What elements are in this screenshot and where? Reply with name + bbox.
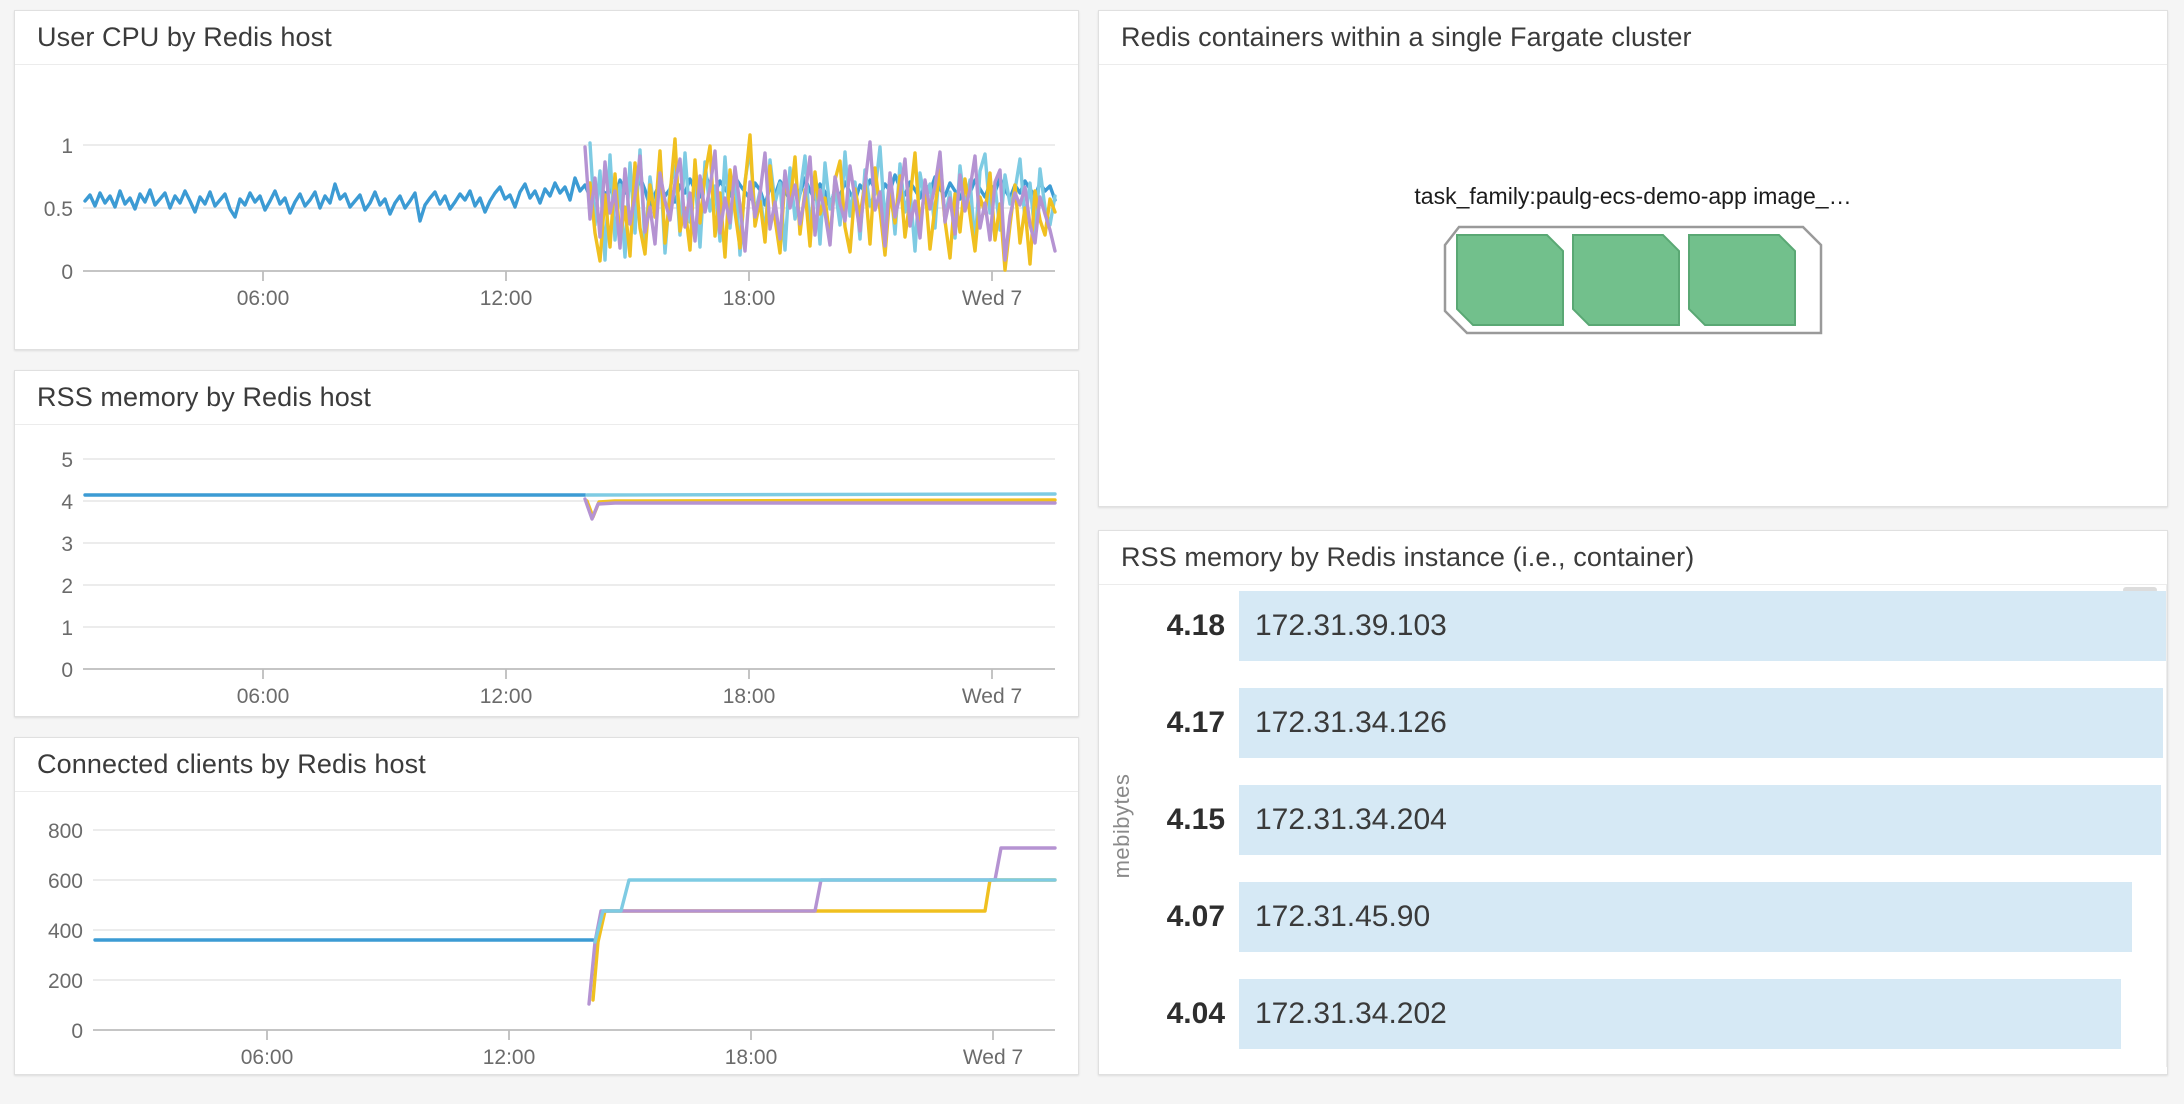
instance-bar-label: 172.31.39.103 (1255, 609, 1447, 642)
instance-bar-label: 172.31.34.126 (1255, 706, 1447, 739)
fargate-container-2[interactable] (1572, 234, 1680, 326)
panel-fargate-cluster-map[interactable]: Redis containers within a single Fargate… (1098, 10, 2168, 507)
instance-bar-label: 172.31.34.204 (1255, 803, 1447, 836)
instance-bar-fill[interactable]: 172.31.34.126 (1239, 688, 2164, 758)
instance-bar-label: 172.31.34.202 (1255, 997, 1447, 1030)
svg-text:5: 5 (61, 449, 73, 472)
instance-bar-fill[interactable]: 172.31.45.90 (1239, 882, 2132, 952)
fargate-container-group[interactable] (1443, 225, 1823, 340)
svg-text:Wed 7: Wed 7 (962, 685, 1022, 708)
svg-text:12:00: 12:00 (480, 287, 533, 310)
axis-label-mebibytes: mebibytes (1109, 773, 1134, 879)
svg-text:18:00: 18:00 (723, 685, 776, 708)
svg-text:Wed 7: Wed 7 (963, 1046, 1023, 1069)
svg-text:18:00: 18:00 (725, 1046, 778, 1069)
chart-area-connected-clients[interactable]: 800 600 400 200 0 06:00 12:00 18:00 Wed … (15, 792, 1078, 1075)
svg-text:0.5: 0.5 (44, 198, 73, 221)
line-chart-user-cpu[interactable]: 1 0.5 0 06:00 12:00 18:00 Wed 7 (15, 65, 1078, 350)
svg-text:3: 3 (61, 533, 73, 556)
fargate-container-1[interactable] (1456, 234, 1564, 326)
panel-user-cpu-by-redis-host[interactable]: User CPU by Redis host 1 0.5 0 06:00 12:… (14, 10, 1079, 350)
instance-bar-value: 4.18 (1166, 609, 1225, 642)
svg-text:12:00: 12:00 (483, 1046, 536, 1069)
instance-bar-fill[interactable]: 172.31.34.204 (1239, 785, 2161, 855)
instance-bar-list[interactable]: mebibytes 4.18 172.31.39.103 4.17 172.31.34… (1099, 585, 2167, 1067)
instance-bar-track: 172.31.45.90 (1239, 882, 2167, 952)
svg-text:06:00: 06:00 (237, 287, 290, 310)
panel-title-rss-by-instance: RSS memory by Redis instance (i.e., cont… (1099, 531, 2167, 585)
instance-bar-value: 4.15 (1166, 803, 1225, 836)
svg-text:800: 800 (48, 820, 83, 843)
instance-bar-value: 4.04 (1166, 997, 1225, 1030)
instance-bar-row[interactable]: 4.18 172.31.39.103 (1145, 591, 2167, 661)
panel-title-user-cpu: User CPU by Redis host (15, 11, 1078, 65)
instance-bar-row[interactable]: 4.04 172.31.34.202 (1145, 979, 2167, 1049)
instance-bar-track: 172.31.34.126 (1239, 688, 2167, 758)
instance-bar-fill[interactable]: 172.31.34.202 (1239, 979, 2121, 1049)
svg-text:200: 200 (48, 970, 83, 993)
instance-bar-row[interactable]: 4.07 172.31.45.90 (1145, 882, 2167, 952)
instance-bar-value: 4.17 (1166, 706, 1225, 739)
svg-text:0: 0 (61, 659, 73, 682)
svg-text:Wed 7: Wed 7 (962, 287, 1022, 310)
chart-area-rss-memory[interactable]: 5 4 3 2 1 0 06:00 12:00 18:00 Wed 7 (15, 425, 1078, 717)
svg-text:18:00: 18:00 (723, 287, 776, 310)
panel-rss-memory-by-instance[interactable]: RSS memory by Redis instance (i.e., cont… (1098, 530, 2168, 1075)
svg-text:600: 600 (48, 870, 83, 893)
panel-inner-divider (2166, 585, 2167, 1067)
chart-area-user-cpu[interactable]: 1 0.5 0 06:00 12:00 18:00 Wed 7 (15, 65, 1078, 350)
panel-title-fargate-cluster: Redis containers within a single Fargate… (1099, 11, 2167, 65)
svg-text:0: 0 (61, 261, 73, 284)
panel-title-rss-memory: RSS memory by Redis host (15, 371, 1078, 425)
instance-bar-track: 172.31.39.103 (1239, 591, 2167, 661)
instance-bar-track: 172.31.34.202 (1239, 979, 2167, 1049)
svg-text:2: 2 (61, 575, 73, 598)
svg-text:06:00: 06:00 (241, 1046, 294, 1069)
svg-text:12:00: 12:00 (480, 685, 533, 708)
svg-text:4: 4 (61, 491, 73, 514)
svg-text:400: 400 (48, 920, 83, 943)
instance-bar-track: 172.31.34.204 (1239, 785, 2167, 855)
bar-rows-container: 4.18 172.31.39.103 4.17 172.31.34.126 4.15 17… (1145, 591, 2167, 1067)
panel-title-connected-clients: Connected clients by Redis host (15, 738, 1078, 792)
panel-rss-memory-by-redis-host[interactable]: RSS memory by Redis host 5 4 3 2 1 0 06: (14, 370, 1079, 717)
instance-bar-row[interactable]: 4.15 172.31.34.204 (1145, 785, 2167, 855)
fargate-map-body[interactable]: task_family:paulg-ecs-demo-app image_… (1099, 65, 2167, 506)
svg-text:1: 1 (61, 135, 73, 158)
svg-text:06:00: 06:00 (237, 685, 290, 708)
fargate-container-3[interactable] (1688, 234, 1796, 326)
fargate-group-label: task_family:paulg-ecs-demo-app image_… (1414, 183, 1852, 209)
instance-bar-label: 172.31.45.90 (1255, 900, 1431, 933)
instance-bar-fill[interactable]: 172.31.39.103 (1239, 591, 2167, 661)
svg-text:1: 1 (61, 617, 73, 640)
fargate-container-hexes[interactable] (1443, 225, 1823, 335)
scrollbar-thumb[interactable] (2123, 587, 2157, 593)
svg-text:0: 0 (71, 1020, 83, 1043)
line-chart-rss-memory[interactable]: 5 4 3 2 1 0 06:00 12:00 18:00 Wed 7 (15, 425, 1078, 717)
instance-bar-value: 4.07 (1166, 900, 1225, 933)
instance-bar-row[interactable]: 4.17 172.31.34.126 (1145, 688, 2167, 758)
line-chart-connected-clients[interactable]: 800 600 400 200 0 06:00 12:00 18:00 Wed … (15, 792, 1078, 1075)
panel-connected-clients-by-redis-host[interactable]: Connected clients by Redis host 800 600 … (14, 737, 1079, 1075)
